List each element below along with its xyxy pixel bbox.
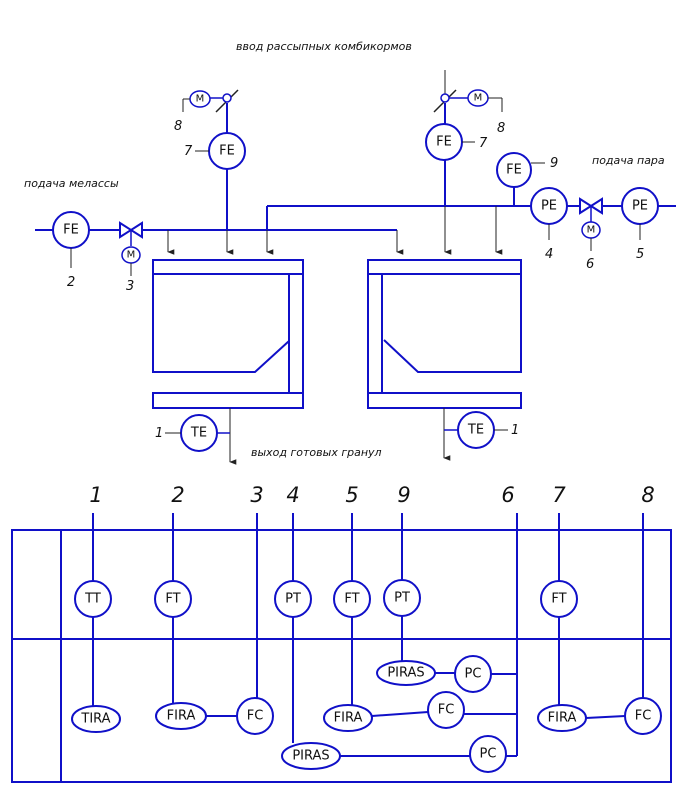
svg-text:4: 4 xyxy=(286,483,299,507)
svg-text:6: 6 xyxy=(501,483,514,507)
pos-number: 6 xyxy=(586,257,594,272)
te-left: TE xyxy=(190,426,207,441)
motor-label: M xyxy=(127,250,136,261)
instrument-ft: FT xyxy=(344,592,359,607)
loop-5: FT FIRA FC xyxy=(323,513,465,732)
fe-feed-left: FE xyxy=(219,144,235,159)
fe-feed-right: FE xyxy=(436,135,452,150)
pos-number: 1 xyxy=(155,426,163,441)
instrument-fc: FC xyxy=(247,709,264,724)
loop-4: PT PIRAS PC xyxy=(274,513,507,773)
instrument-piras: PIRAS xyxy=(387,666,424,681)
left-feed-line: M 8 FE 7 xyxy=(174,89,246,230)
instrument-fira: FIRA xyxy=(334,711,363,726)
loop-8: FC xyxy=(624,513,662,735)
control-panel: 1 2 3 4 5 9 6 7 8 TT TIRA FT FIRA xyxy=(11,483,672,783)
loop-2-3: FT FIRA FC xyxy=(154,513,274,735)
loop-7: FT FIRA xyxy=(537,513,626,732)
pos-number: 7 xyxy=(184,144,193,159)
pos-number: 8 xyxy=(497,121,505,136)
motor-label: M xyxy=(587,225,596,236)
svg-text:7: 7 xyxy=(552,483,566,507)
molasses-valve: M 3 xyxy=(119,221,143,294)
molasses-supply-label: подача мелассы xyxy=(24,177,119,190)
left-tank xyxy=(152,259,304,409)
instrument-tt: TT xyxy=(84,592,101,607)
instrument-piras: PIRAS xyxy=(292,749,329,764)
pos-number: 4 xyxy=(545,247,553,262)
motor-label: M xyxy=(196,94,205,105)
steam-supply-label: подача пара xyxy=(592,154,665,167)
svg-text:PE: PE xyxy=(632,199,648,214)
fe-upper-right: FE xyxy=(506,163,522,178)
svg-text:3: 3 xyxy=(250,483,263,507)
instrument-fc: FC xyxy=(635,709,652,724)
pos-number: 8 xyxy=(174,119,182,134)
pos-number: 3 xyxy=(126,279,134,294)
instrument-fira: FIRA xyxy=(548,711,577,726)
instrument-ft: FT xyxy=(551,592,566,607)
loop-6-bus xyxy=(464,513,518,757)
right-feed-line: M 8 FE 7 xyxy=(266,70,531,255)
right-tank xyxy=(367,259,522,409)
instrument-tira: TIRA xyxy=(80,712,110,727)
te-right: TE xyxy=(467,423,484,438)
right-sensors: FE 9 PE 4 xyxy=(496,152,580,262)
instrument-pc: PC xyxy=(480,747,497,762)
pe-right: PE xyxy=(541,199,557,214)
granule-output-label: выход готовых гранул xyxy=(251,446,382,459)
left-output: TE 1 xyxy=(155,408,237,465)
instrument-pc: PC xyxy=(465,667,482,682)
svg-text:2: 2 xyxy=(171,483,184,507)
svg-text:5: 5 xyxy=(345,483,358,507)
instrument-fc: FC xyxy=(438,703,455,718)
svg-text:1: 1 xyxy=(89,483,102,507)
pos-number: 1 xyxy=(511,423,519,438)
instrument-ft: FT xyxy=(165,592,180,607)
pe-steam-sensor: PE 5 xyxy=(621,187,676,262)
pos-number: 7 xyxy=(479,136,488,151)
instrument-fira: FIRA xyxy=(167,709,196,724)
loop-9: PT PIRAS PC xyxy=(376,513,492,693)
instrument-pt: PT xyxy=(285,592,301,607)
instrument-pt: PT xyxy=(394,591,410,606)
fe-molasses-sensor: FE 2 xyxy=(52,211,90,290)
pos-number: 2 xyxy=(67,275,75,290)
process-section: ввод рассыпных комбикормов подача меласс… xyxy=(24,40,676,465)
loop-1: TT TIRA xyxy=(71,513,121,733)
motor-label: M xyxy=(474,93,483,104)
svg-text:9: 9 xyxy=(397,483,410,507)
pos-number: 9 xyxy=(550,156,558,171)
svg-text:8: 8 xyxy=(641,483,654,507)
steam-valve: M 6 xyxy=(579,197,622,272)
svg-text:FE: FE xyxy=(63,223,79,238)
right-output: TE 1 xyxy=(443,408,519,461)
pos-number: 5 xyxy=(636,247,644,262)
column-numbers: 1 2 3 4 5 9 6 7 8 xyxy=(89,483,654,507)
feed-input-label: ввод рассыпных комбикормов xyxy=(236,40,412,53)
